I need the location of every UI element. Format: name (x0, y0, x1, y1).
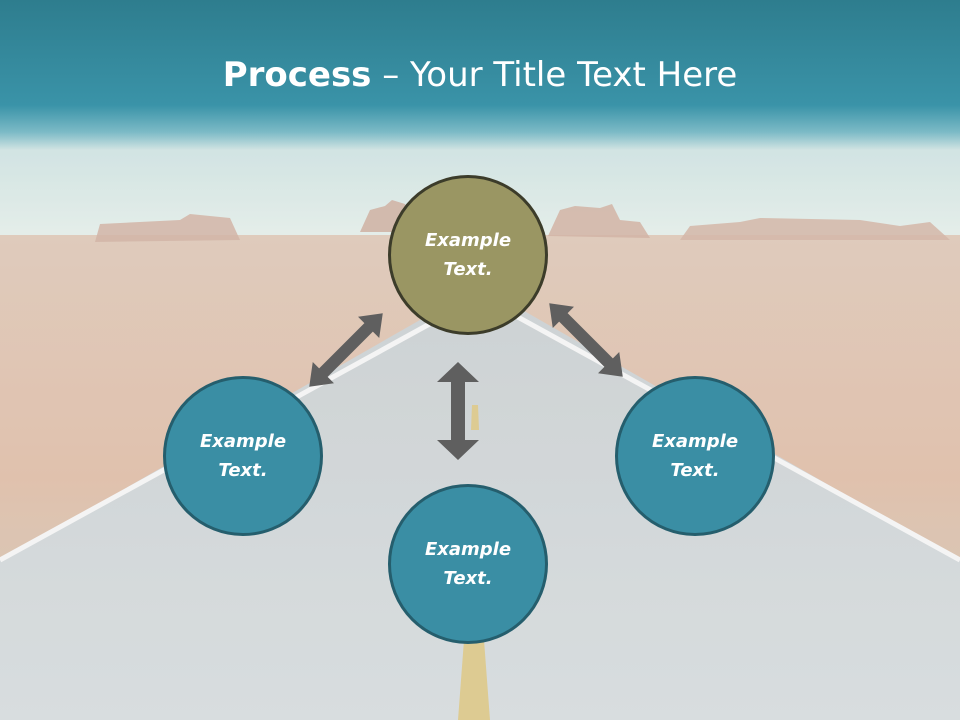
bottom-circle-label: Example Text. (424, 539, 512, 589)
title-rest: – Your Title Text Here (371, 55, 738, 95)
right-circle-label: Example Text. (651, 431, 739, 481)
left-circle: Example Text. (163, 376, 323, 536)
title-bold-word: Process (222, 55, 372, 95)
center-circle-label: Example Text. (424, 230, 512, 280)
slide-title: Process – Your Title Text Here (0, 52, 960, 98)
left-circle-label: Example Text. (199, 431, 287, 481)
bottom-circle: Example Text. (388, 484, 548, 644)
right-circle: Example Text. (615, 376, 775, 536)
center-circle: Example Text. (388, 175, 548, 335)
title-bar (0, 0, 960, 150)
